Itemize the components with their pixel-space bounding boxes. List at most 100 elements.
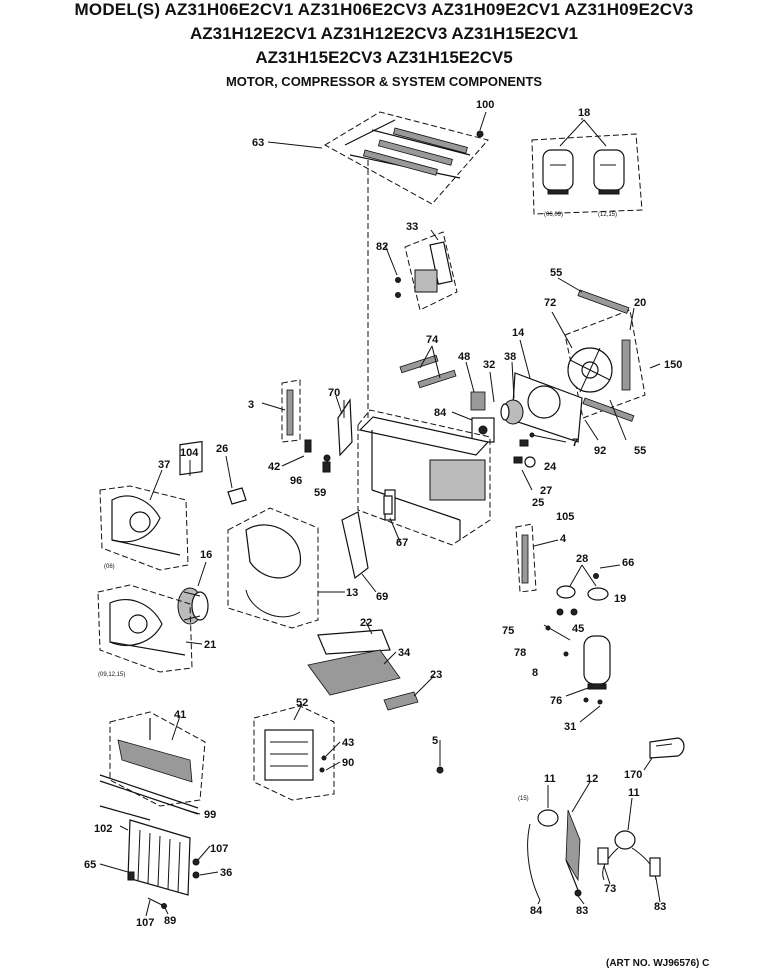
callout-labels: 100 18 63 33 82 55 72 20 150 14 74 48 32… [84,99,682,929]
callout-7: 7 [572,437,578,449]
model-list-line-1: MODEL(S) AZ31H06E2CV1 AZ31H06E2CV3 AZ31H… [74,0,694,19]
callout-41: 41 [174,709,186,721]
callout-55-bottom: 55 [634,445,646,457]
callout-32: 32 [483,359,495,371]
callout-83-right: 83 [654,901,666,913]
part-36-evaporator [127,819,200,909]
part-63-top-rails [323,111,489,205]
part-41-front-grille [109,711,206,807]
note-12-15: (12,15) [598,212,617,218]
callout-55-top: 55 [550,267,562,279]
note-09-12-15: (09,12,15) [98,672,125,678]
callout-82: 82 [376,241,388,253]
callout-11-right: 11 [628,787,640,799]
callout-70: 70 [328,387,340,399]
callout-72: 72 [544,297,556,309]
callout-96: 96 [290,475,302,487]
callout-170: 170 [624,769,642,781]
part-99-strip [99,774,199,815]
callout-5: 5 [432,735,438,747]
part-11-12-thermistor-harness [527,809,582,901]
part-76-compressor [543,624,611,705]
parts-42-96-59 [304,439,331,473]
part-33-bracket [384,231,458,311]
part-48-bracket [470,391,486,411]
part-104-cover [179,440,203,476]
model-list-line-2: AZ31H12E2CV1 AZ31H12E2CV3 AZ31H15E2CV1 [189,24,579,43]
part-52-louver [253,705,335,801]
small-fittings-7-24-27-25 [513,432,567,491]
part-102-strip [99,805,151,821]
note-15: (15) [518,796,529,802]
callout-20: 20 [634,297,646,309]
leader-lines [99,118,661,917]
callout-11-left: 11 [544,773,556,785]
callout-48: 48 [458,351,470,363]
model-list-line-3: AZ31H15E2CV3 AZ31H15E2CV5 [255,48,513,67]
callout-27: 27 [540,485,552,497]
part-16-blower-wheel [177,587,209,625]
part-69-baffle [341,511,369,580]
part-5-screw [436,740,444,774]
callout-42: 42 [268,461,280,473]
part-11-73-83-thermistor [597,830,661,881]
part-3-rail [281,379,301,443]
callout-19: 19 [614,593,626,605]
part-13-scroll [227,507,319,629]
callout-33: 33 [406,221,418,233]
part-74-rails [399,354,457,389]
callout-16: 16 [200,549,212,561]
callout-65: 65 [84,859,96,871]
part-37-blower-housing [99,485,189,571]
callout-38: 38 [504,351,516,363]
callout-84-bottom: 84 [530,905,543,917]
callout-28: 28 [576,553,588,565]
callout-36: 36 [220,867,232,879]
part-38-motor [500,399,524,425]
callout-43: 43 [342,737,354,749]
note-06: (06) [104,564,115,570]
callout-37: 37 [158,459,170,471]
callout-22: 22 [360,617,372,629]
part-170-connector [649,737,685,759]
callout-78: 78 [514,647,526,659]
part-18-compressors [531,119,643,215]
callout-34: 34 [398,647,411,659]
part-20-condenser-assembly [564,289,661,422]
part-21-scroll-housing [97,584,193,673]
callout-23: 23 [430,669,442,681]
callout-107-bottom: 107 [136,917,154,929]
callout-31: 31 [564,721,576,733]
callout-92: 92 [594,445,606,457]
callout-107-top: 107 [210,843,228,855]
callout-104: 104 [180,447,199,459]
callout-67: 67 [396,537,408,549]
callout-76: 76 [550,695,562,707]
callout-83-left: 83 [576,905,588,917]
callout-63: 63 [252,137,264,149]
callout-69: 69 [376,591,388,603]
callout-25: 25 [532,497,544,509]
parts-28-66-19-45-fittings [556,564,621,616]
diagram-subtitle: MOTOR, COMPRESSOR & SYSTEM COMPONENTS [225,74,543,89]
callout-8: 8 [532,667,538,679]
callout-89: 89 [164,915,176,927]
callout-59: 59 [314,487,326,499]
part-26-plate [227,487,247,505]
part-100-screw [476,111,487,138]
callout-105: 105 [556,511,574,523]
callout-74: 74 [426,334,439,346]
note-06-09: (06,09) [544,212,563,218]
callout-66: 66 [622,557,634,569]
callout-18: 18 [578,107,590,119]
callout-150: 150 [664,359,682,371]
part-84-motor-mount [471,417,495,443]
callout-75: 75 [502,625,514,637]
base-pan-assembly [357,409,491,546]
part-34-filter [307,649,401,696]
callout-13: 13 [346,587,358,599]
callout-90: 90 [342,757,354,769]
callout-12: 12 [586,773,598,785]
callout-26: 26 [216,443,228,455]
